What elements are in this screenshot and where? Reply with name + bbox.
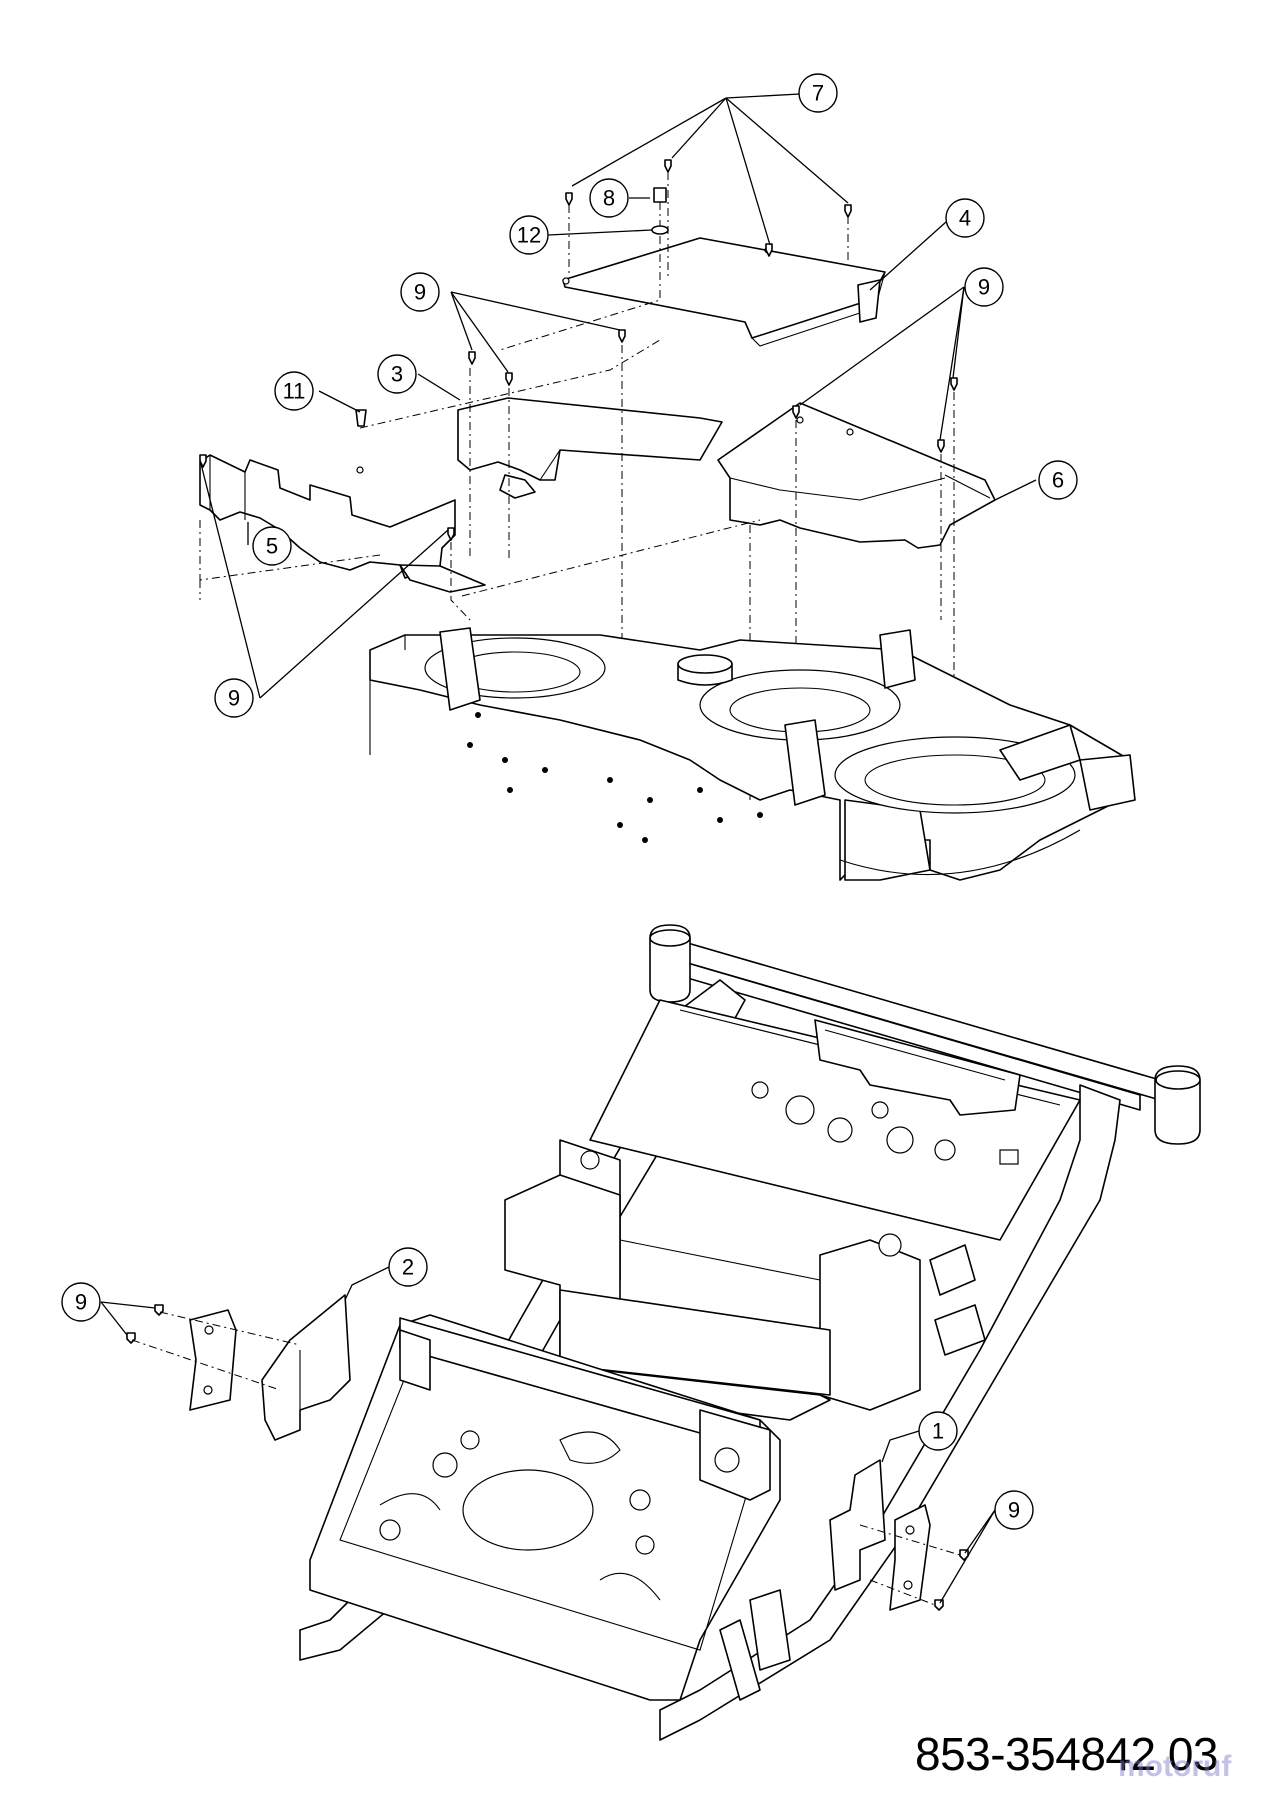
callout-11-label: 11 <box>283 379 306 404</box>
watermark-logo: motoruf <box>1118 1750 1232 1783</box>
callout-12: 12 <box>509 215 549 255</box>
callout-1: 1 <box>918 1411 958 1451</box>
callout-9-upper-left: 9 <box>400 272 440 312</box>
fasteners-top <box>565 159 852 257</box>
diagram-part-number: 853-354842 03 <box>915 1728 1219 1780</box>
shield-5 <box>199 454 486 593</box>
callout-9-upper-right-label: 9 <box>978 275 990 300</box>
callout-6: 6 <box>1038 460 1078 500</box>
callout-6-label: 6 <box>1052 468 1064 493</box>
callout-9-right-bracket-label: 9 <box>1008 1498 1020 1523</box>
callout-9-right-bracket: 9 <box>994 1490 1034 1530</box>
callout-9-deck-label: 9 <box>228 686 240 711</box>
tractor-frame <box>299 924 1201 1741</box>
callout-11: 11 <box>274 371 314 411</box>
bracket-2 <box>126 1294 351 1441</box>
callout-8: 8 <box>589 178 629 218</box>
callout-9-left-bracket-label: 9 <box>75 1290 87 1315</box>
shield-6 <box>717 402 996 549</box>
callout-2-label: 2 <box>402 1255 414 1280</box>
callout-5: 5 <box>252 526 292 566</box>
fasteners-mid <box>199 329 958 541</box>
callout-2: 2 <box>388 1247 428 1287</box>
callout-1-label: 1 <box>932 1419 944 1444</box>
callout-7: 7 <box>798 73 838 113</box>
callout-9-left-bracket: 9 <box>61 1282 101 1322</box>
callout-12-label: 12 <box>517 223 541 248</box>
callout-3: 3 <box>377 354 417 394</box>
bracket-1 <box>829 1459 969 1611</box>
callout-5-label: 5 <box>266 534 278 559</box>
callout-4-label: 4 <box>959 206 971 231</box>
cover-plate-4 <box>562 237 886 347</box>
callout-3-label: 3 <box>391 362 403 387</box>
shield-3 <box>457 397 723 499</box>
callout-9-deck: 9 <box>214 678 254 718</box>
callout-9-upper-right: 9 <box>964 267 1004 307</box>
leader-lines <box>100 92 1037 1604</box>
callout-9-upper-left-label: 9 <box>414 280 426 305</box>
callout-8-label: 8 <box>603 186 615 211</box>
mower-deck <box>369 627 1136 881</box>
callout-7-label: 7 <box>812 81 824 106</box>
callout-4: 4 <box>945 198 985 238</box>
